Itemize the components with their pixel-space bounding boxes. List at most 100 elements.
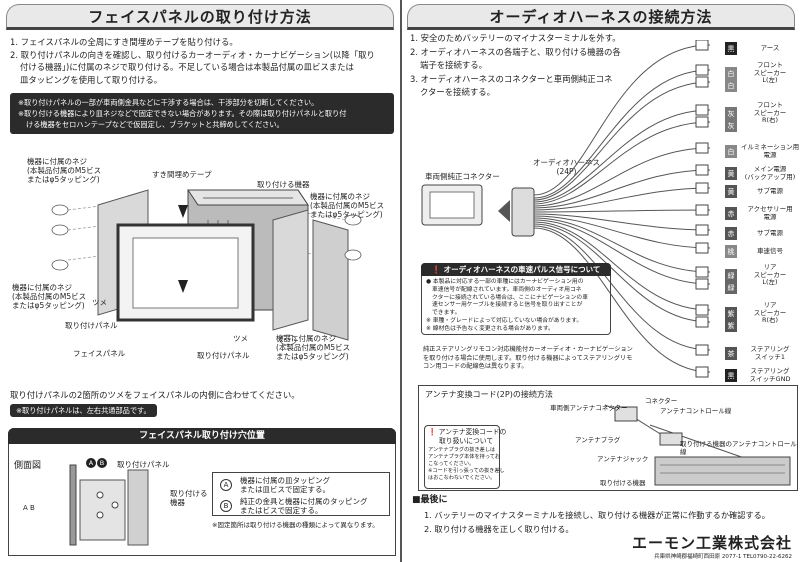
wire-row: 緑 — [725, 279, 800, 296]
wire-row: 黄 サブ電源 — [725, 183, 800, 200]
mount-panel-right-shape — [272, 209, 309, 331]
wire-row: 灰 — [725, 117, 800, 134]
wire-label: フロント スピーカー L(左) — [753, 61, 787, 85]
wire-color-chip: 赤 — [725, 227, 737, 240]
antenna-label-device: 取り付ける機器 — [600, 479, 646, 487]
connect-arrow-shape — [498, 200, 510, 222]
mark-b-top: B — [97, 458, 107, 468]
wire-row: 黒 アース — [725, 40, 800, 57]
antenna-label-connector: コネクター — [645, 397, 678, 405]
wire-color-chip: 白 — [725, 67, 737, 80]
info-icon: ❗ — [431, 265, 444, 274]
final-step-2: 2. 取り付ける機器を正しく取り付ける。 — [424, 524, 574, 534]
hole-label-device: 取り付ける 機器 — [170, 489, 208, 507]
final-steps: 1. バッテリーのマイナスターミナルを接続し、取り付ける機器が正常に作動するか確… — [424, 508, 770, 536]
left-caution-box: ※取り付けパネルの一部が車両側金具などに干渉する場合は、干渉部分を切断してくださ… — [10, 93, 394, 134]
right-section-title: オーディオハーネスの接続方法 — [407, 4, 795, 30]
antenna-label-jack: アンテナジャック — [597, 455, 649, 463]
wire-color-chip: 緑 — [725, 281, 737, 294]
left-step-2c: 皿タッピングを使用して取り付ける。 — [20, 74, 163, 85]
antenna-diagram — [604, 404, 791, 486]
label-face-panel: フェイスパネル — [73, 349, 126, 358]
right-step-2b: 端子を接続する。 — [420, 60, 487, 70]
final-title: ■最後に — [412, 495, 448, 505]
wire-row: 黄メイン電源 (バックアップ用) — [725, 165, 800, 182]
pulse-info-title: ❗ オーディオハーネスの車速パルス信号について — [421, 263, 611, 276]
final-step-1: 1. バッテリーのマイナスターミナルを接続し、取り付ける機器が正常に作動するか確… — [424, 510, 770, 520]
wire-label: イルミネーション用 電源 — [740, 143, 800, 159]
face-panel-exploded-diagram — [51, 189, 362, 346]
wire-row: 紫リア スピーカー R(右) — [725, 302, 800, 324]
harness-wiring-diagram — [421, 40, 711, 378]
left-step-2a: 2. 取り付けパネルの向きを確認し、取り付けるカーオーディオ・カーナビゲーション… — [10, 49, 375, 60]
legend-a-mark: A — [220, 479, 232, 491]
wire-label: ステアリング スイッチ1 — [750, 345, 790, 361]
left-caution-3: ける機器をセロハンテープなどで仮固定し、ブラケットと共締めしてください。 — [26, 120, 284, 129]
wire-color-chip: 灰 — [725, 119, 737, 132]
legend-a-text: 機器に付属の皿タッピングまたは皿ビスで固定する。 — [240, 476, 330, 494]
right-step-3a: 3. オーディオハーネスのコネクターと車両側純正コネ — [410, 73, 613, 84]
antenna-warning-body: アンテナプラグの抜き差しは アンテナプラグ本体を持ってお こなってください。 ※… — [428, 447, 505, 481]
antenna-label-ctrl: アンテナコントロール線 — [660, 407, 732, 415]
wire-label: サブ電源 — [757, 186, 783, 195]
label-mount-panel-left: 取り付けパネル — [65, 321, 118, 330]
side-view-label: 側面図 — [14, 461, 42, 471]
mark-a-top: A — [86, 458, 96, 468]
fix-position-note: ※固定箇所は取り付ける機器の種類によって異なります。 — [212, 521, 379, 529]
wire-color-chip: 桃 — [725, 245, 737, 258]
wire-row: 桃 車速信号 — [725, 243, 800, 260]
hole-position-title: フェイスパネル取り付け穴位置 — [8, 428, 396, 444]
left-caution-2: ※取り付ける機器により皿ネジなどで固定できない場合があります。その際は取り付けパ… — [18, 109, 347, 118]
common-part-note: ※取り付けパネルは、左右共通部品です。 — [10, 404, 157, 417]
antenna-label-device-ctrl: 取り付ける機器のアンテナコントロール線 — [680, 440, 797, 456]
antenna-label-plug: アンテナプラグ — [575, 436, 621, 444]
legend-b-text: 純正の金具と機器に付属のタッピングまたはビスで固定する。 — [240, 497, 368, 515]
wire-color-chip: 黒 — [725, 369, 737, 382]
label-screw-top-left: 機器に付属のネジ (本製品付属のM5ビス またはφ5タッピング) — [27, 157, 102, 184]
harness-connector-shape — [511, 187, 535, 237]
vehicle-connector-label: 車両側純正コネクター — [425, 172, 500, 181]
legend-box — [212, 472, 390, 516]
wire-row: 白 — [725, 77, 800, 94]
wire-label: アース — [760, 43, 780, 52]
label-screw-top-right: 機器に付属のネジ (本製品付属のM5ビス またはφ5タッピング) — [310, 192, 385, 219]
antenna-warning-title: ❗ アンテナ変換コードの 取り扱いについて — [428, 428, 507, 445]
harness-label: オーディオハーネス (24P) — [533, 158, 600, 176]
wire-row: 黒ステアリング スイッチGND — [725, 367, 800, 384]
label-screw-bottom-right: 機器に付属のネジ (本製品付属のM5ビス またはφ5タッピング) — [276, 334, 351, 361]
wire-label: リア スピーカー L(左) — [753, 263, 787, 287]
wire-row: 緑 リア スピーカー L(左) — [725, 263, 800, 287]
wire-color-chip: 黄 — [725, 167, 737, 180]
side-view-diagram — [69, 464, 149, 546]
label-tsume-left: ツメ — [92, 298, 107, 307]
wire-label: メイン電源 (バックアップ用) — [744, 165, 796, 181]
wire-label: 車速信号 — [757, 246, 783, 255]
label-screw-mid-left: 機器に付属のネジ (本製品付属のM5ビス またはφ5タッピング) — [12, 283, 87, 310]
label-gap-tape: すき間埋めテープ — [152, 170, 212, 179]
wire-row: 灰フロント スピーカー R(右) — [725, 101, 800, 125]
label-tsume-right: ツメ — [233, 334, 248, 343]
right-step-2a: 2. オーディオハーネスの各端子と、取り付ける機器の各 — [410, 46, 621, 57]
wire-color-chip: 緑 — [725, 269, 737, 282]
wire-row: 白イルミネーション用 電源 — [725, 143, 800, 160]
left-step-1: 1. フェイスパネルの全周にすき間埋めテープを貼り付ける。 — [10, 37, 238, 47]
pulse-info-body: ● 本製品に対応する一部の車種にはカーナビゲーション用の 車速信号が配線されてい… — [426, 279, 588, 332]
antenna-box — [418, 385, 798, 491]
right-step-3b: クターを接続する。 — [420, 87, 496, 97]
antenna-warning-box — [424, 425, 500, 489]
hole-label-panel: 取り付けパネル — [117, 460, 170, 469]
wire-row: 紫 — [725, 317, 800, 334]
wire-color-chip: 黄 — [725, 185, 737, 198]
tab-alignment-text: 取り付けパネルの2箇所のツメをフェイスパネルの内側に合わせてください。 — [10, 390, 300, 400]
left-section-title: フェイスパネルの取り付け方法 — [6, 4, 394, 30]
wire-label: フロント スピーカー R(右) — [753, 101, 787, 125]
steering-remote-note: 純正ステアリングリモコン対応機能付カーオーディオ・カーナビゲーション を取り付け… — [423, 346, 633, 370]
wire-color-chip: 白 — [725, 145, 737, 158]
label-mount-panel-right: 取り付けパネル — [197, 351, 250, 360]
screw-icons-ab: A B — [23, 504, 35, 512]
right-steps: 1. 安全のためバッテリーのマイナスターミナルを外す。 2. オーディオハーネス… — [410, 32, 650, 100]
legend-b-mark: B — [220, 500, 232, 512]
left-steps: 1. フェイスパネルの全周にすき間埋めテープを貼り付ける。 2. 取り付けパネル… — [10, 36, 394, 86]
wire-row: 白 フロント スピーカー L(左) — [725, 61, 800, 85]
wire-color-chip: 黒 — [725, 42, 737, 55]
